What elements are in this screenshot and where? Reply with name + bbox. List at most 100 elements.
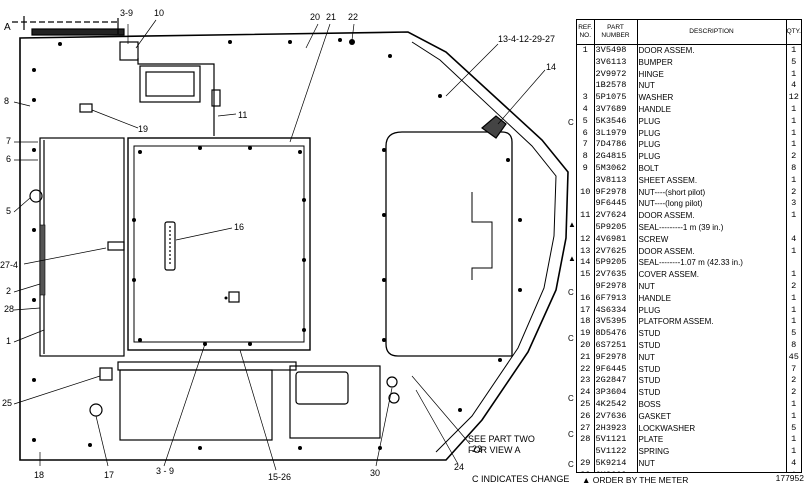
parts-cell-part: 4K2542 [594,398,638,411]
callout-2: 2 [6,286,11,296]
parts-cell-part: 3V6113 [594,56,638,69]
parts-cell-desc: LOCKWASHER [637,422,787,435]
parts-cell-ref [577,174,595,187]
parts-cell-qty: 1 [791,304,797,315]
header-ref: REF. NO. [577,20,595,45]
parts-cell-part: 6S7251 [594,339,638,352]
change-mark: C [568,430,574,439]
parts-cell-ref [577,80,595,93]
parts-cell-part: 9F2978 [594,186,638,199]
callout-6: 6 [6,154,11,164]
parts-cell-qty: 1 [791,446,797,457]
parts-cell-ref: 29 [577,457,595,470]
parts-cell-ref: 18 [577,316,595,329]
parts-cell-desc: DOOR ASSEM. [637,245,787,258]
parts-cell-ref: 15 [577,269,595,281]
parts-cell-ref: 11 [577,210,595,222]
parts-cell-ref: 27 [577,422,595,435]
parts-cell-qty: 3 [791,198,797,209]
parts-cell-desc: WASHER [637,92,787,104]
parts-cell-qty: 1 [791,434,797,445]
parts-cell-qty: 12 [788,92,799,103]
parts-cell-qty: 1 [786,470,801,472]
parts-cell-desc: SEAL--------1.07 m (42.33 in.) [637,257,787,270]
parts-cell-desc: BOSS [637,398,787,411]
parts-cell-part: 2V7624 [594,210,638,222]
parts-cell-desc: NUT [637,280,787,293]
parts-cell-desc: HINGE [637,68,787,81]
callout-24: 24 [454,462,464,472]
change-mark: C [568,334,574,343]
parts-cell-ref: 30 [577,469,595,472]
parts-cell-desc: SHEET ASSEM. [637,174,787,187]
parts-cell-desc: PLUG [637,115,787,128]
parts-cell-part: 3V5395 [594,316,638,329]
parts-cell-desc: PLUG [637,469,787,472]
illustration-number: 177952 [775,473,804,483]
callout-16: 16 [234,222,244,232]
parts-cell-part: 5K9214 [594,457,638,470]
callout-17: 17 [104,470,114,480]
parts-cell-desc: NUT [637,80,787,93]
callout-10: 10 [154,8,164,18]
change-mark: C [568,118,574,127]
callout-28: 28 [4,304,14,314]
parts-cell-part: 6K2660 [594,469,638,472]
parts-cell-ref: 28 [577,434,595,447]
parts-cell-qty: 45 [788,351,799,362]
parts-cell-qty: 1 [791,292,797,303]
parts-cell-part: 4V6981 [594,233,638,246]
parts-cell-desc: STUD [637,387,787,399]
parts-cell-part: 7D4786 [594,139,638,152]
change-mark: C [568,394,574,403]
parts-cell-part: 5P9205 [594,221,638,234]
parts-cell-part: 5M3062 [594,162,638,175]
parts-row: 306K2660PLUG1 [577,469,801,472]
parts-cell-qty: 8 [791,162,797,173]
parts-cell-qty: 1 [791,398,797,409]
parts-footer: ▲ ORDER BY THE METER 177952 [576,473,806,487]
parts-cell-desc: NUT----(short pilot) [637,186,787,199]
callout-18: 18 [34,470,44,480]
parts-cell-desc: DOOR ASSEM. [637,44,787,57]
parts-cell-part: 2G4815 [594,151,638,163]
callout-21: 21 [326,12,336,22]
parts-cell-desc: PLUG [637,304,787,317]
callout-8: 8 [4,96,9,106]
parts-header-row: REF. NO. PART NUMBER DESCRIPTION QTY. [577,20,801,45]
parts-cell-part: 2V7635 [594,269,638,281]
parts-cell-qty: 2 [791,375,797,386]
parts-cell-part: 2G2847 [594,375,638,388]
header-qty: QTY. [786,20,801,45]
header-description: DESCRIPTION [637,20,787,45]
parts-cell-part: 8D5476 [594,328,638,340]
parts-cell-ref: 24 [577,387,595,399]
callout-3-9: 3-9 [120,8,133,18]
parts-cell-ref [577,68,595,81]
see-note-line-1: SEE PART TWO [468,434,535,444]
change-note: C INDICATES CHANGE [472,474,569,484]
parts-cell-ref: 26 [577,410,595,423]
parts-cell-part: 3L1979 [594,127,638,140]
parts-cell-part: 5P9205 [594,257,638,270]
parts-cell-desc: NUT----(long pilot) [637,198,787,211]
parts-cell-ref: 14 [577,257,595,270]
parts-cell-qty: 8 [791,339,797,350]
parts-cell-qty: 1 [791,68,797,79]
parts-cell-ref: 6 [577,127,595,140]
parts-cell-qty: 1 [791,269,797,280]
parts-cell-ref [577,221,595,234]
parts-cell-qty: 2 [791,151,797,162]
parts-cell-ref: 17 [577,304,595,317]
parts-cell-qty: 4 [791,80,797,91]
parts-cell-part: 9F6445 [594,363,638,376]
parts-cell-ref: 8 [577,151,595,163]
